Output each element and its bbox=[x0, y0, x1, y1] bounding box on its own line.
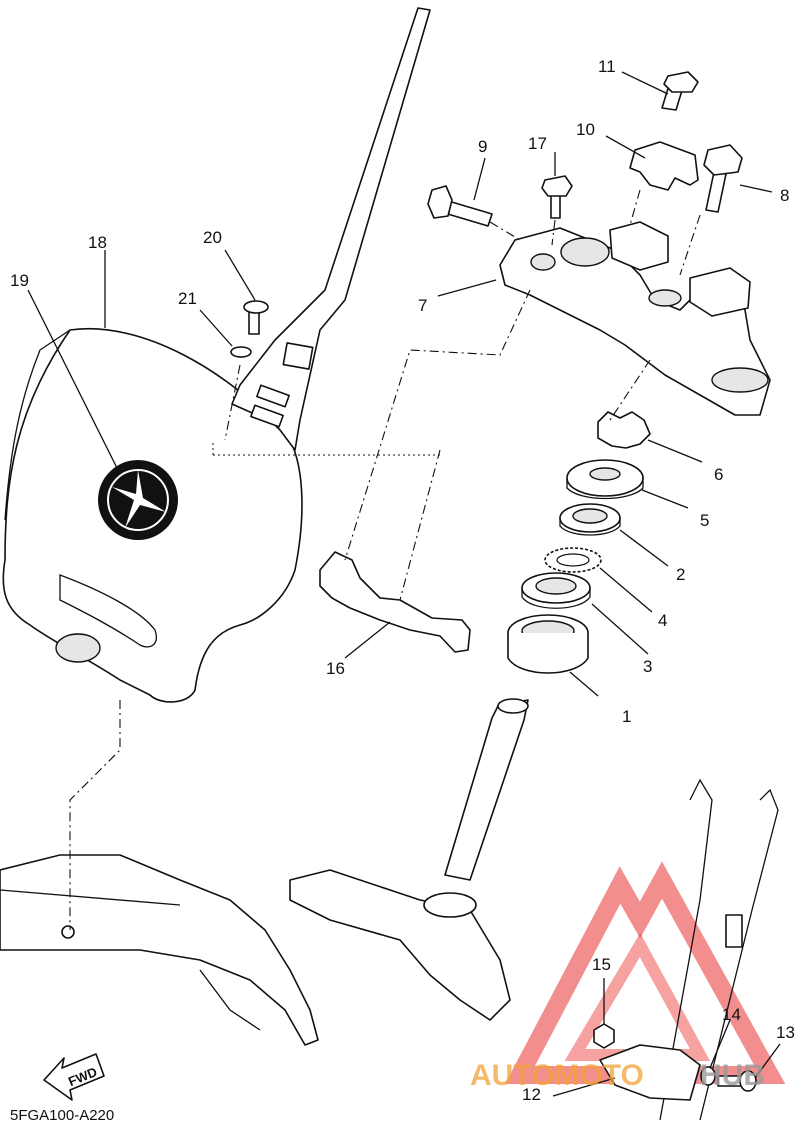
callout-6: 6 bbox=[714, 465, 723, 484]
watermark-text: AUTOMOTO HUB bbox=[470, 1059, 765, 1092]
bolt-20 bbox=[243, 300, 269, 335]
callout-16: 16 bbox=[326, 659, 345, 678]
callout-21: 21 bbox=[178, 289, 197, 308]
fwd-arrow-icon: FWD bbox=[43, 1053, 105, 1101]
steering-stem bbox=[289, 698, 529, 1021]
callout-14: 14 bbox=[722, 1005, 741, 1024]
brake-hose-guide-12 bbox=[599, 1044, 701, 1101]
cable-guide-bracket bbox=[231, 7, 431, 451]
callout-20: 20 bbox=[203, 228, 222, 247]
callout-18: 18 bbox=[88, 233, 107, 252]
bolt-11 bbox=[661, 71, 699, 111]
callout-11: 11 bbox=[598, 57, 616, 76]
callout-9: 9 bbox=[478, 137, 487, 156]
watermark-text-automoto: AUTOMOTO bbox=[470, 1059, 644, 1092]
callout-13: 13 bbox=[776, 1023, 795, 1042]
front-fender bbox=[0, 854, 319, 1046]
nut-15 bbox=[593, 1023, 615, 1049]
bearing-1 bbox=[507, 614, 589, 674]
guide-bracket-16 bbox=[319, 551, 471, 653]
callout-10: 10 bbox=[576, 120, 595, 139]
callout-17: 17 bbox=[528, 134, 547, 153]
callout-12: 12 bbox=[522, 1085, 541, 1104]
diagram-code: 5FGA100-A220 bbox=[10, 1107, 114, 1124]
bearing-cover-5 bbox=[566, 459, 644, 500]
bolt-9 bbox=[427, 185, 493, 227]
ball-race-4 bbox=[544, 547, 602, 573]
callout-19: 19 bbox=[10, 271, 29, 290]
bearing-3 bbox=[521, 572, 591, 609]
handlebar-holder-10 bbox=[629, 141, 699, 191]
number-plate bbox=[2, 328, 303, 703]
upper-bracket bbox=[499, 221, 771, 416]
callout-15: 15 bbox=[592, 955, 611, 974]
watermark-text-hub: HUB bbox=[700, 1059, 765, 1092]
seal-2 bbox=[559, 503, 621, 536]
callout-7: 7 bbox=[418, 296, 427, 315]
callout-1: 1 bbox=[622, 707, 631, 726]
callout-3: 3 bbox=[643, 657, 652, 676]
ring-nut-6 bbox=[597, 411, 651, 449]
bolt-17 bbox=[541, 175, 573, 219]
assembly-lines bbox=[69, 189, 701, 930]
bolt-13 bbox=[717, 1070, 757, 1092]
bolt-8 bbox=[703, 144, 743, 213]
callout-4: 4 bbox=[658, 611, 667, 630]
callout-2: 2 bbox=[676, 565, 685, 584]
washer-21 bbox=[230, 346, 252, 358]
collar-14 bbox=[700, 1066, 716, 1086]
callout-numbers: 1 2 3 4 5 6 7 8 9 10 11 12 13 14 15 16 1… bbox=[10, 57, 795, 1104]
leader-lines bbox=[27, 71, 781, 1097]
fork-tubes bbox=[659, 778, 779, 1121]
callout-8: 8 bbox=[780, 186, 789, 205]
callout-5: 5 bbox=[700, 511, 709, 530]
